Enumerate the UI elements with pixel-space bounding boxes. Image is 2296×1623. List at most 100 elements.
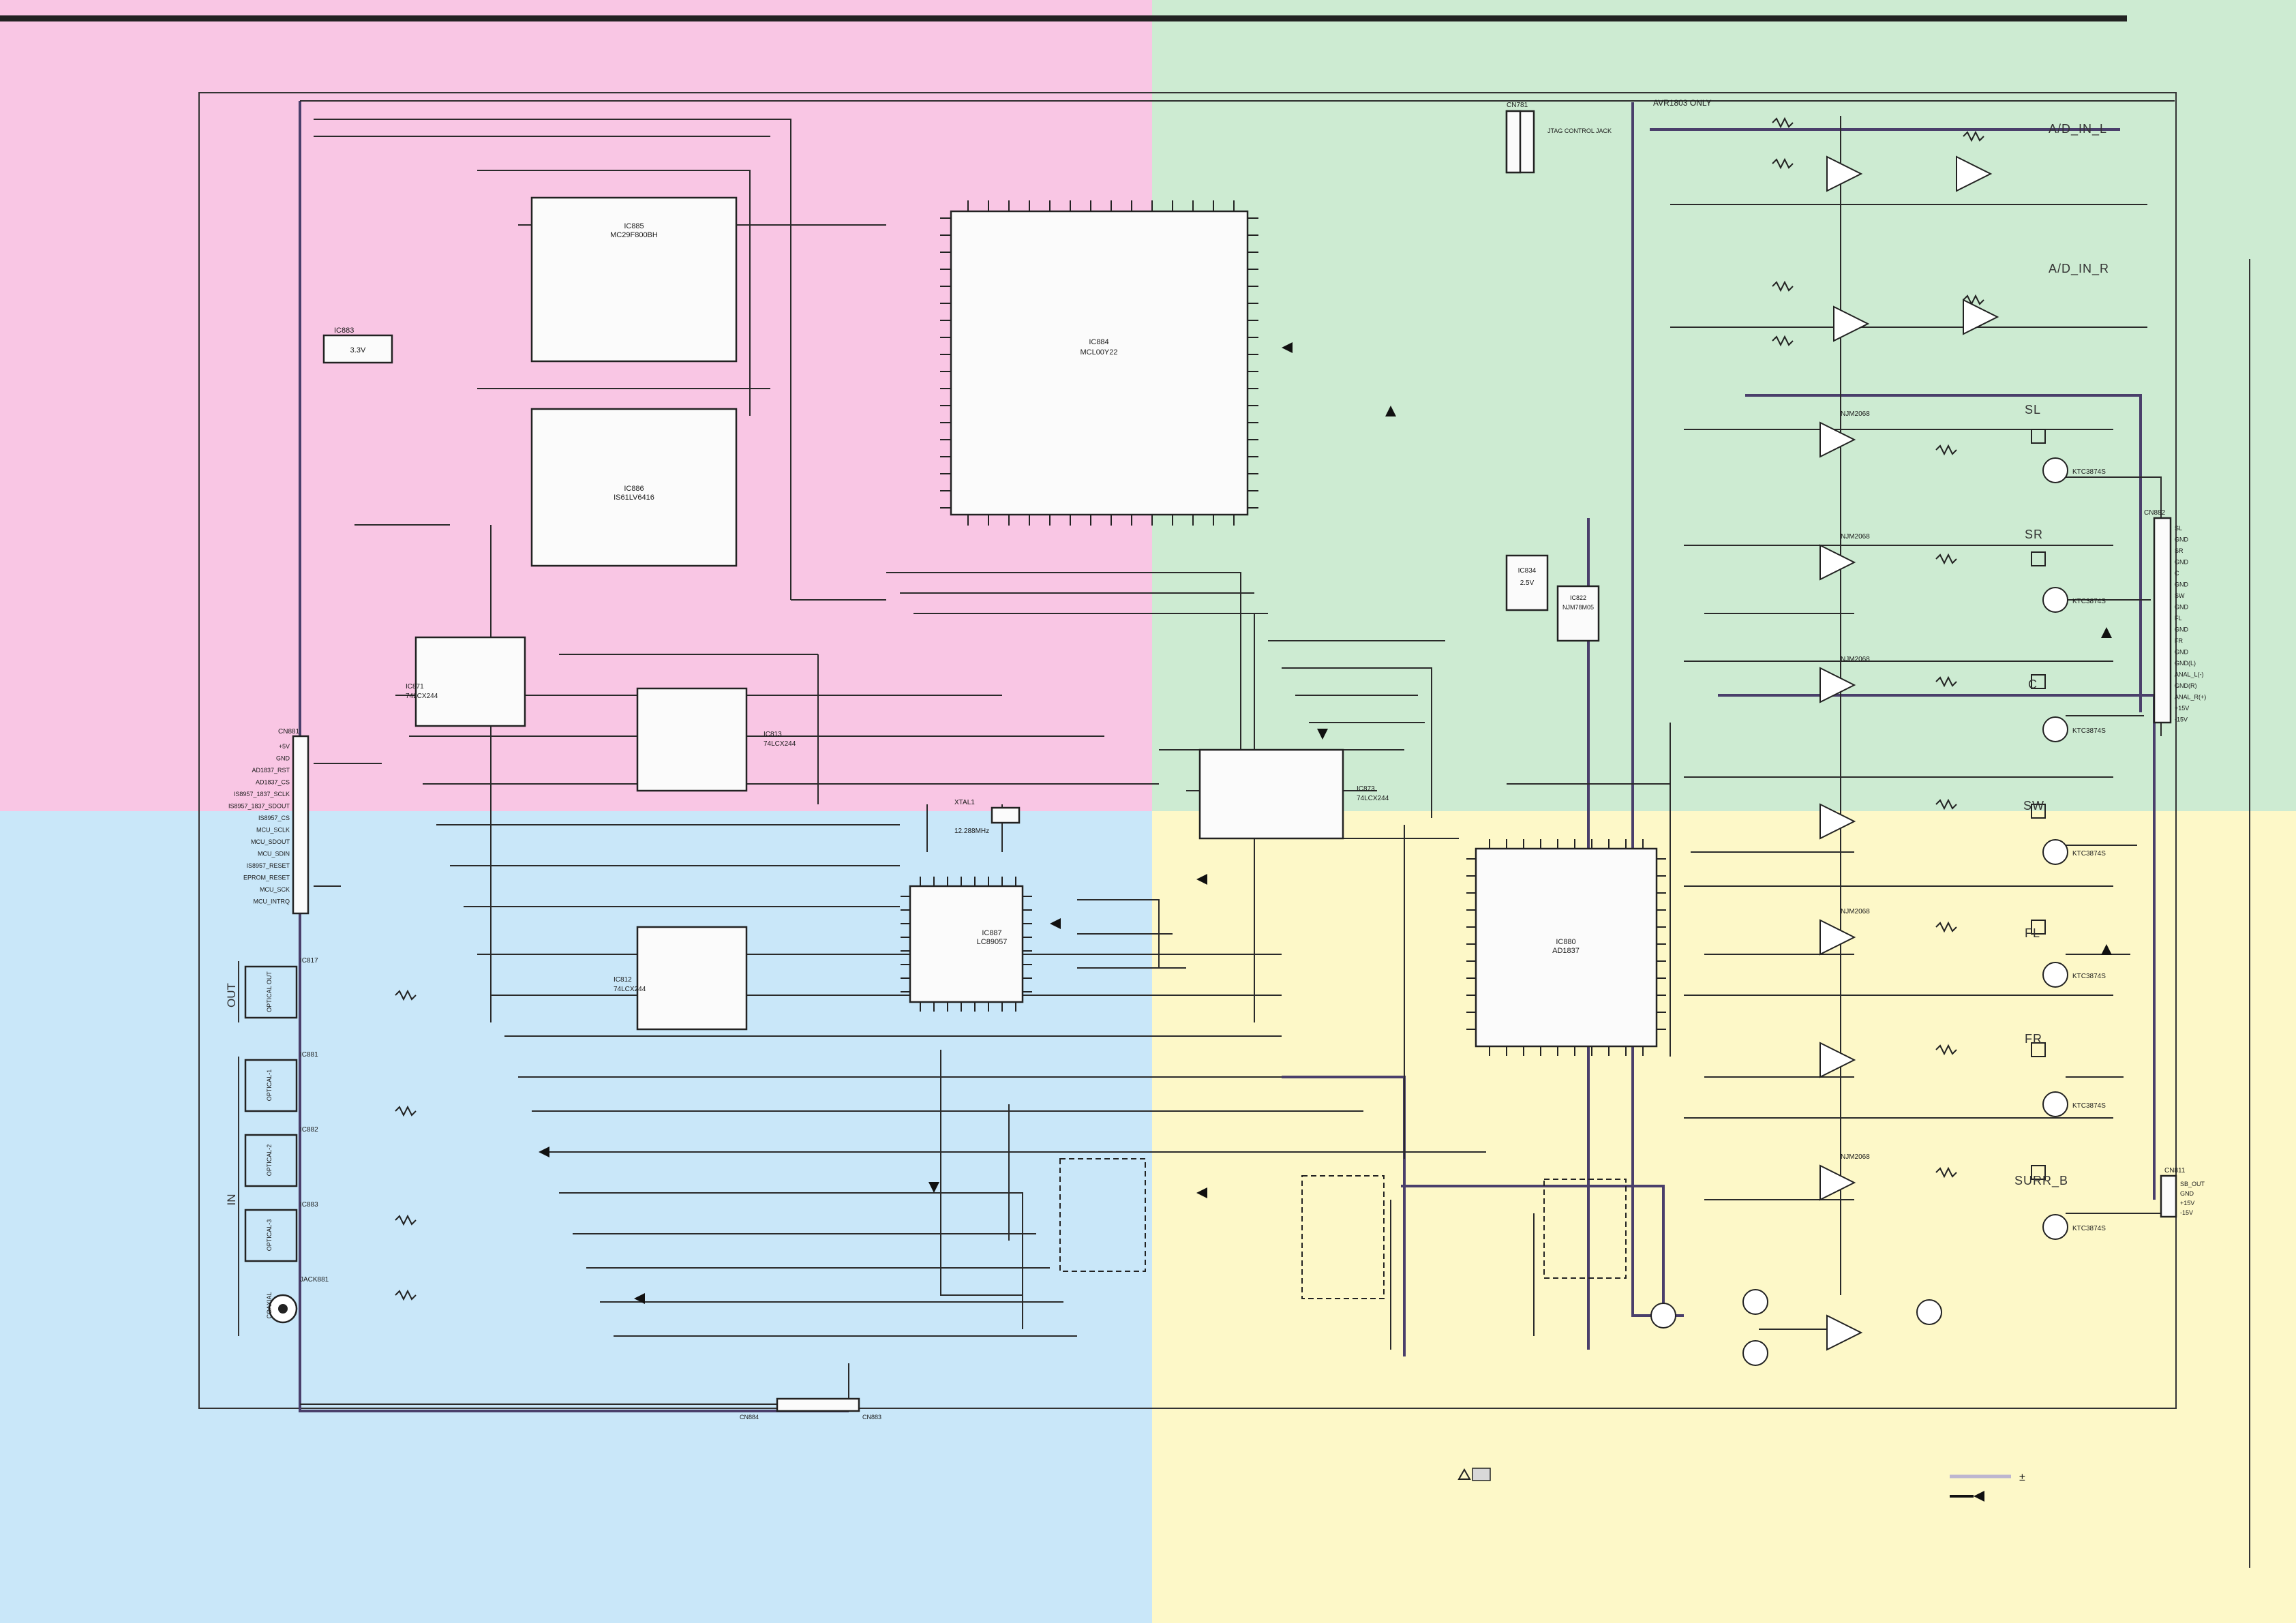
jtag-label: JTAG CONTROL JACK	[1547, 127, 1612, 134]
signal-arrows	[539, 342, 2112, 1502]
transistor-sr-part: KTC3874S	[2072, 598, 2106, 605]
ic885-ref: IC885	[624, 222, 644, 230]
ic881-ref: IC881	[300, 1051, 318, 1059]
optical-out-label: OPTICAL OUT	[266, 971, 273, 1012]
cn781-connector: CN781 JTAG CONTROL JACK	[1505, 102, 1612, 174]
ic885-chip: IC885 MC29F800BH	[530, 196, 738, 363]
ic884-part: MCL00Y22	[1080, 348, 1117, 357]
left_pins-pin-1: +5V	[279, 743, 290, 750]
transistor-sl-part: KTC3874S	[2072, 468, 2106, 476]
ic880-pins	[1466, 839, 1666, 1056]
right_pins-pin-16: ANAL_R(+)	[2175, 694, 2206, 701]
quadrant-top-right	[1152, 0, 2296, 811]
right_pins-pin-13: GND(L)	[2175, 660, 2196, 667]
left_pins-pin-9: MCU_SDOUT	[251, 838, 290, 845]
sb_pins-pin-1: SB_OUT	[2180, 1181, 2205, 1187]
logic-gate-blocks	[1059, 1158, 1627, 1299]
schematic-frame	[198, 92, 2177, 1409]
ic871-ref: IC871	[406, 683, 424, 691]
avr1803-only-note: AVR1803 ONLY	[1653, 98, 1712, 108]
section-fr: FR	[2025, 1032, 2042, 1046]
cn882-pin-labels: SLGNDSRGNDCGNDSWGNDFLGNDFRGNDGND(L)ANAL_…	[2175, 525, 2206, 723]
cn881-pin-labels: +5VGNDAD1837_RSTAD1837_CSIS8957_1837_SCL…	[228, 743, 290, 905]
ic871-part: 74LCX244	[406, 693, 438, 700]
cn884-ref: CN884	[740, 1414, 759, 1421]
ic812-ref: IC812	[614, 976, 632, 984]
opamp-symbols	[1819, 155, 1999, 1351]
right_pins-pin-12: GND	[2175, 649, 2189, 656]
left_pins-pin-3: AD1837_RST	[252, 767, 290, 774]
ic883b-ref: IC883	[300, 1201, 318, 1209]
jack881-ref: JACK881	[300, 1276, 329, 1284]
legend-swatch-icon	[1472, 1468, 1491, 1481]
section-sl: SL	[2025, 403, 2041, 416]
transistor-c-part: KTC3874S	[2072, 727, 2106, 735]
section-fl: FL	[2025, 926, 2040, 940]
left_pins-pin-2: GND	[276, 755, 290, 762]
optical-modules: IC817 IC881 IC882 IC883 JACK881 OPTICAL …	[244, 957, 329, 1324]
right_pins-pin-2: GND	[2175, 536, 2189, 543]
ic813-ref: IC813	[764, 731, 782, 738]
ic887-ref: IC887	[982, 929, 1001, 937]
left_pins-pin-14: MCU_INTRQ	[254, 898, 290, 905]
cn884-connector: CN884 CN883	[740, 1397, 881, 1421]
coaxial-label: COAXIAL	[266, 1292, 273, 1318]
passive-components	[395, 117, 2046, 1301]
ic834-part: 2.5V	[1520, 579, 1535, 587]
section-surr-b: SURR_B	[2014, 1174, 2068, 1188]
ic887-pins	[901, 877, 1032, 1012]
right_pins-pin-9: FL	[2175, 615, 2182, 622]
section-ad-in-r: A/D_IN_R	[2049, 262, 2109, 276]
ic885-part: MC29F800BH	[610, 231, 658, 239]
left_pins-pin-10: MCU_SDIN	[258, 851, 290, 858]
ic886-part: IS61LV6416	[614, 494, 654, 502]
ic882-ref: IC882	[300, 1126, 318, 1134]
xtal-ref: XTAL1	[954, 799, 975, 806]
ic813-part: 74LCX244	[764, 740, 796, 748]
ic886-ref: IC886	[624, 485, 644, 493]
cn781-ref: CN781	[1507, 102, 1528, 109]
right_pins-pin-3: SR	[2175, 547, 2184, 554]
transistor-symbols	[1650, 457, 2068, 1366]
transistor-sw-part: KTC3874S	[2072, 850, 2106, 858]
cn881-connector: CN881 +5VGNDAD1837_RSTAD1837_CSIS8957_18…	[228, 728, 309, 915]
ic883-part: 3.3V	[350, 346, 366, 354]
ic887-part: LC89057	[977, 938, 1008, 946]
section-c: C	[2028, 678, 2038, 691]
ic812-buffer: IC812 74LCX244	[614, 926, 748, 1031]
ic873-ref: IC873	[1357, 785, 1375, 793]
xtal-frequency: 12.288MHz	[954, 828, 989, 835]
optical-3-label: OPTICAL-3	[266, 1219, 273, 1252]
cn882-ref: CN882	[2144, 509, 2166, 517]
left_pins-pin-7: IS8957_CS	[258, 815, 290, 821]
opamp-sl-part: NJM2068	[1841, 410, 1870, 418]
opamp-surr-b-part: NJM2068	[1841, 1153, 1870, 1161]
left_pins-pin-6: IS8957_1837_SDOUT	[228, 803, 290, 810]
left_pins-pin-13: MCU_SCK	[260, 886, 290, 893]
cn881-ref: CN881	[278, 728, 300, 735]
right_pins-pin-1: SL	[2175, 525, 2182, 532]
section-sw: SW	[2023, 799, 2044, 813]
in-group-label: IN	[225, 1194, 238, 1206]
transistor-part-labels: KTC3874S KTC3874S KTC3874S KTC3874S KTC3…	[2072, 468, 2106, 1232]
ic883-regulator: IC883 3.3V	[322, 327, 393, 364]
right_pins-pin-11: FR	[2175, 637, 2183, 644]
opamp-fl-part: NJM2068	[1841, 908, 1870, 915]
sb_pins-pin-4: -15V	[2180, 1209, 2193, 1216]
ic873-buffer: IC873 74LCX244	[1198, 748, 1389, 840]
ic883-ref: IC883	[334, 327, 354, 335]
transistor-fl-part: KTC3874S	[2072, 973, 2106, 980]
ic822-ref: IC822	[1570, 594, 1586, 601]
sb_pins-pin-2: GND	[2180, 1190, 2194, 1197]
legend: ±	[1457, 1468, 2025, 1498]
left_pins-pin-8: MCU_SCLK	[256, 827, 290, 834]
ic822-regulator: IC822 NJM78M05	[1556, 585, 1600, 642]
right_pins-pin-6: GND	[2175, 581, 2189, 588]
ic884-pins	[940, 200, 1258, 526]
signal-wires	[300, 100, 2175, 1405]
section-sr: SR	[2025, 528, 2043, 541]
ic873-part: 74LCX244	[1357, 795, 1389, 802]
right_pins-pin-15: GND(R)	[2175, 682, 2197, 689]
